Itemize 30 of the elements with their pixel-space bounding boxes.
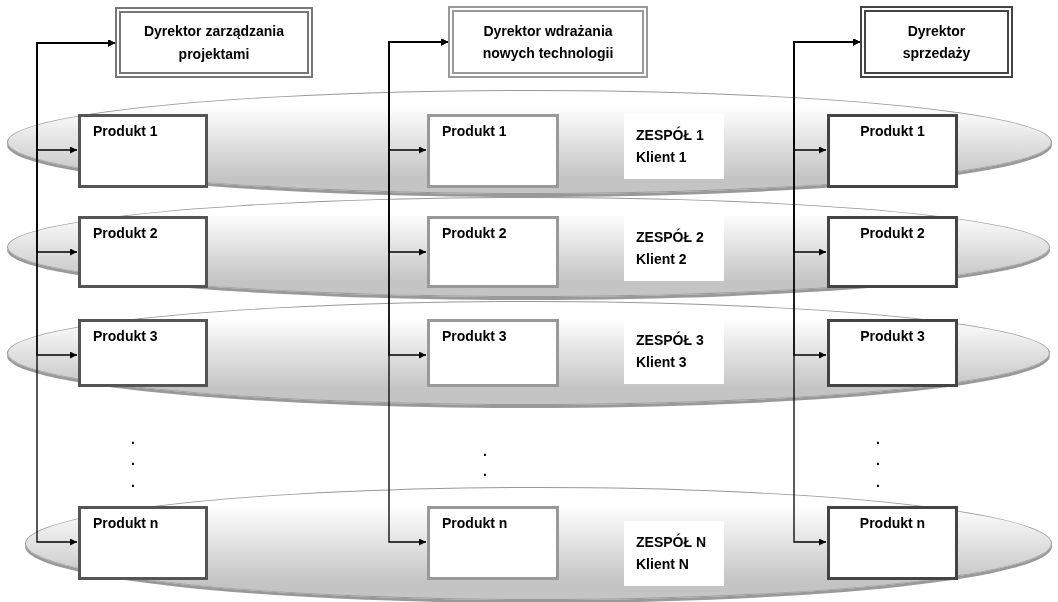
product-box: Produkt n <box>78 506 208 580</box>
ellipsis-dot: . <box>131 475 135 489</box>
ellipsis-dot: . <box>876 475 880 489</box>
product-box: Produkt 2 <box>427 216 559 288</box>
product-box: Produkt 3 <box>427 319 559 387</box>
connector-arrow <box>793 38 861 546</box>
product-box: Produkt 3 <box>78 319 208 387</box>
ellipsis-dot: . <box>483 444 487 458</box>
connector-arrow <box>36 39 116 546</box>
team-label: ZESPÓŁ N Klient N <box>624 521 724 586</box>
ellipsis-dot: . <box>876 432 880 446</box>
ellipsis-dot: . <box>131 453 135 467</box>
team-label: ZESPÓŁ 3 Klient 3 <box>624 319 724 384</box>
ellipsis-dot: . <box>131 432 135 446</box>
product-box: Produkt 1 <box>827 114 958 188</box>
product-box: Produkt 3 <box>827 319 958 387</box>
product-box: Produkt 2 <box>827 216 958 288</box>
director-box: Dyrektor sprzedaży <box>860 6 1013 78</box>
team-label: ZESPÓŁ 2 Klient 2 <box>624 216 724 281</box>
team-label: ZESPÓŁ 1 Klient 1 <box>624 114 724 179</box>
ellipsis-dot: . <box>483 464 487 478</box>
product-box: Produkt 1 <box>78 114 208 188</box>
product-box: Produkt n <box>427 506 559 580</box>
product-box: Produkt 1 <box>427 114 559 188</box>
ellipsis-dot: . <box>876 453 880 467</box>
connector-arrow <box>388 38 449 546</box>
director-box: Dyrektor zarządzania projektami <box>115 7 313 78</box>
product-box: Produkt n <box>827 506 958 580</box>
director-box: Dyrektor wdrażania nowych technologii <box>448 6 648 78</box>
product-box: Produkt 2 <box>78 216 208 288</box>
